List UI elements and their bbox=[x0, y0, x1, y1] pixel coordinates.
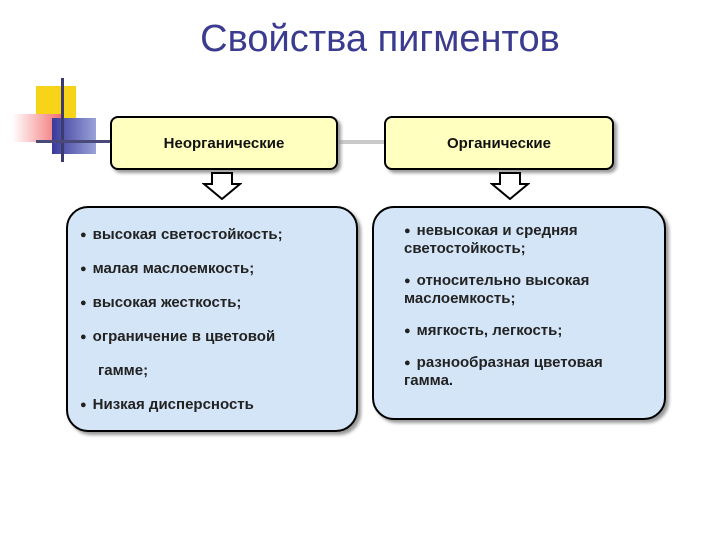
list-item: ●малая маслоемкость; bbox=[80, 260, 255, 278]
list-item: ●высокая светостойкость; bbox=[80, 226, 283, 243]
organic-properties-list: ●невысокая и средняя светостойкость; ●от… bbox=[372, 206, 666, 420]
decor-blue-square bbox=[52, 118, 96, 154]
decor-vertical-line bbox=[61, 78, 64, 162]
list-item-continuation: гамме; bbox=[98, 362, 149, 380]
down-arrow-icon bbox=[202, 172, 242, 200]
list-item: ●Низкая дисперсность bbox=[80, 396, 254, 414]
list-item: ●ограничение в цветовой bbox=[80, 328, 276, 346]
connector-line bbox=[330, 140, 390, 144]
list-item: ●мягкость, легкость; bbox=[404, 322, 563, 340]
inorganic-header-label: Неорганические bbox=[163, 134, 285, 152]
list-item: ●высокая жесткость; bbox=[80, 294, 242, 312]
inorganic-header: Неорганические bbox=[110, 116, 338, 170]
list-item: ●относительно высокая маслоемкость; bbox=[404, 272, 590, 308]
inorganic-properties-list: ●высокая светостойкость; ●малая маслоемк… bbox=[66, 206, 358, 432]
organic-header: Органические bbox=[384, 116, 614, 170]
slide-title: Свойства пигментов bbox=[200, 18, 560, 60]
organic-header-label: Органические bbox=[447, 134, 551, 152]
list-item: ●разнообразная цветовая гамма. bbox=[404, 354, 603, 390]
list-item: ●невысокая и средняя светостойкость; bbox=[404, 222, 578, 258]
down-arrow-icon bbox=[490, 172, 530, 200]
